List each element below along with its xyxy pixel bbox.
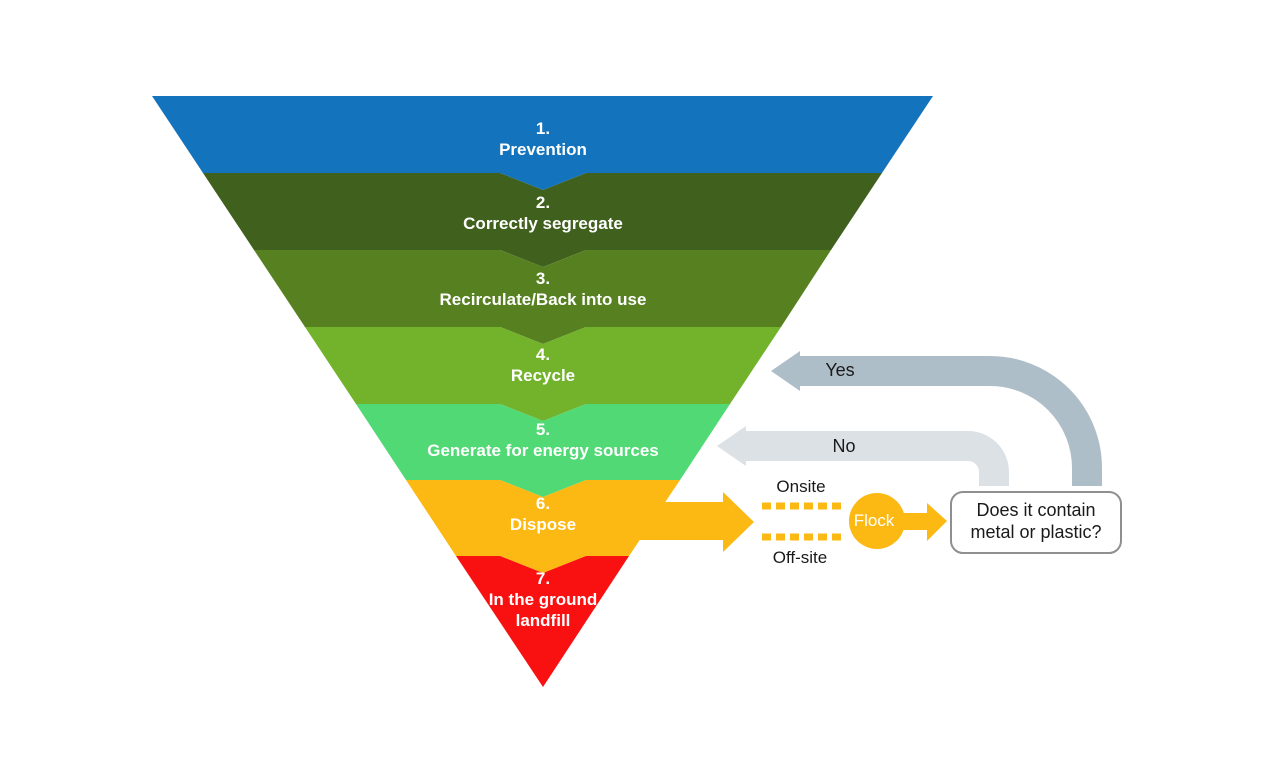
no-label: No: [832, 436, 856, 456]
yes-return-pipe: [799, 356, 1102, 486]
funnel-level-1-shape: [152, 96, 933, 190]
flock-node-shape: [849, 493, 905, 549]
flock-node-label: Flock: [853, 511, 895, 530]
funnel-level-3-shape: [254, 250, 831, 344]
question-box-shape: [950, 491, 1122, 554]
question-line-2: metal or plastic?: [970, 522, 1102, 542]
question-line-1: Does it contain: [976, 500, 1096, 520]
yes-label: Yes: [825, 360, 855, 380]
no-return-pipe: [746, 431, 1009, 486]
flock-to-question-arrow-icon: [898, 503, 947, 541]
funnel-level-5-shape: [356, 404, 730, 497]
no-arrowhead-icon: [717, 426, 746, 466]
yes-arrowhead-icon: [771, 351, 800, 391]
funnel-level-7-shape: [456, 556, 629, 687]
onsite-label: Onsite: [776, 477, 826, 496]
funnel-level-2-shape: [203, 173, 882, 267]
question-box-text: Does it contain metal or plastic?: [951, 499, 1121, 543]
funnel-level-4-shape: [305, 327, 781, 421]
funnel-level-6-shape: [406, 480, 680, 573]
offsite-label: Off-site: [772, 548, 828, 567]
dispose-outflow-arrow-icon: [637, 492, 754, 552]
